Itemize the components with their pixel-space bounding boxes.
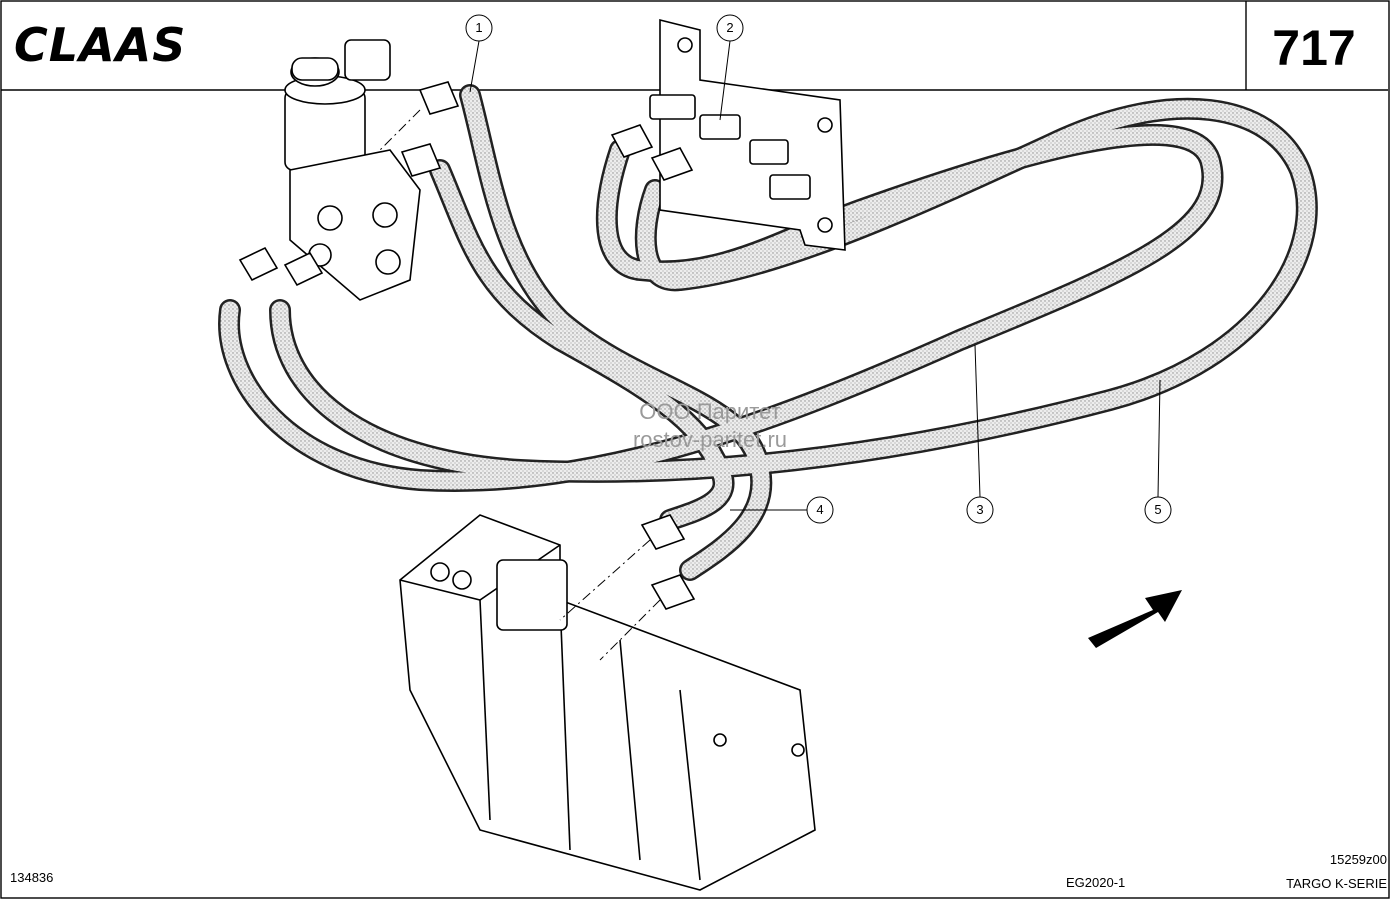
- watermark-line-2: rostov-paritet.ru: [632, 427, 788, 452]
- mounting-bracket-icon: [610, 18, 846, 251]
- connection-lines: [379, 109, 661, 661]
- group-code: EG2020-1: [1066, 875, 1126, 890]
- valve-block-icon: [399, 514, 816, 891]
- hydraulic-hoses: [218, 84, 1318, 581]
- direction-arrow-icon: [1088, 590, 1182, 648]
- watermark-line-1: ООО Паритет: [639, 399, 781, 424]
- brand-logo: CLAAS: [14, 18, 187, 72]
- callout-leaders: [465, 14, 1172, 524]
- callout-4: 4: [816, 502, 824, 517]
- illustration-code: 15259z00: [1329, 852, 1387, 867]
- hose-fitting-icon: [238, 81, 460, 287]
- callout-3: 3: [976, 502, 984, 517]
- model-name: TARGO K-SERIE: [1286, 876, 1387, 891]
- drawing-number: 134836: [10, 870, 54, 885]
- watermark: ООО Паритет rostov-paritet.ru: [580, 398, 840, 454]
- callout-1: 1: [475, 20, 483, 35]
- callout-2: 2: [726, 20, 734, 35]
- callout-5: 5: [1154, 502, 1162, 517]
- page-number: 717: [1272, 20, 1356, 76]
- upper-valve-block: [238, 39, 460, 301]
